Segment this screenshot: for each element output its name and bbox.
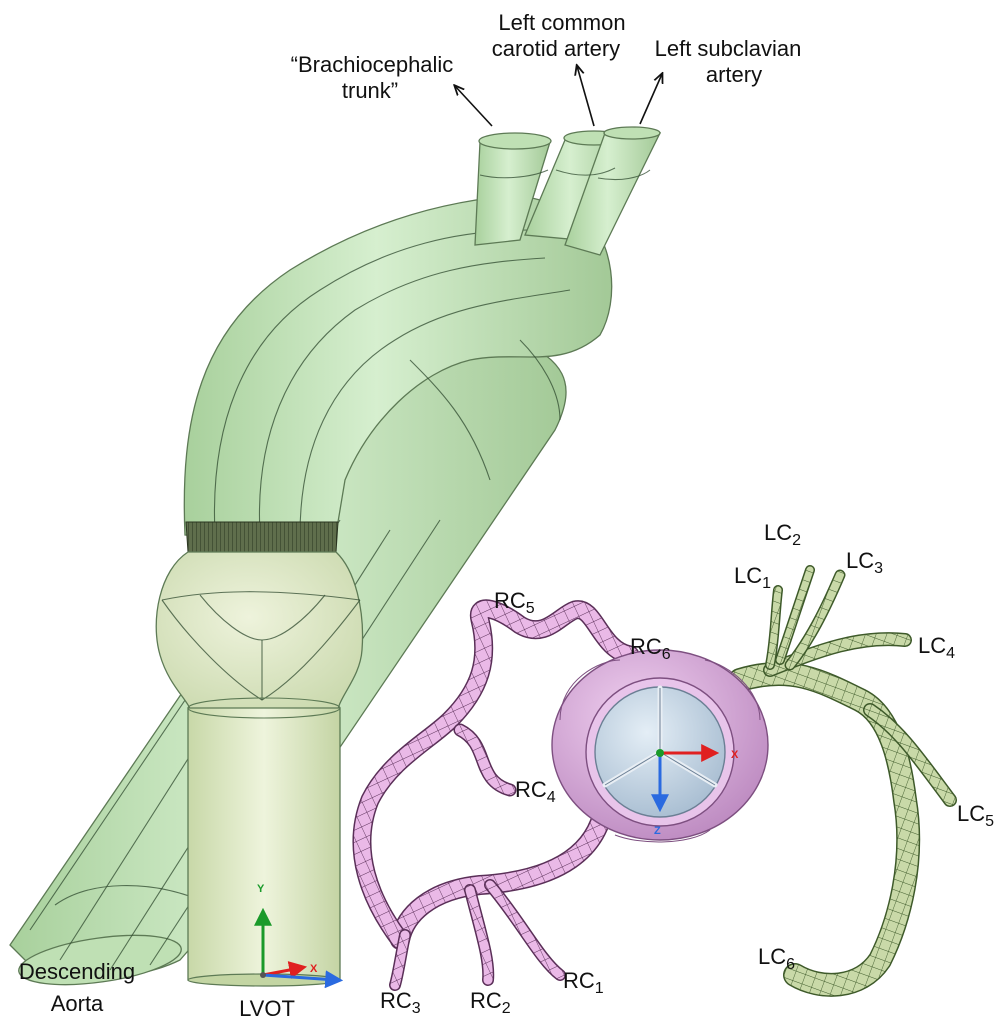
sinotubular-band [185, 521, 339, 553]
label-rc5: RC5 [494, 588, 535, 617]
labels: “Brachiocephalic trunk” Left common caro… [19, 10, 994, 1021]
lvot-top-ring [187, 697, 341, 719]
label-lc1: LC1 [734, 563, 771, 592]
label-descending-line2: Aorta [51, 991, 104, 1016]
label-lc3: LC3 [846, 548, 883, 577]
coordinate-axes-left: Y X [254, 883, 344, 989]
label-brachiocephalic-line2: trunk” [342, 78, 398, 103]
label-rc2: RC2 [470, 988, 511, 1017]
label-lc5: LC5 [957, 801, 994, 830]
axis-label-x: X [310, 963, 318, 975]
label-lc2: LC2 [764, 520, 801, 549]
right-coronary-tree [352, 599, 640, 991]
aortic-root [155, 551, 364, 716]
left-coronary-tree [728, 565, 957, 997]
valve-model: X Z [551, 649, 769, 843]
label-lsa-line2: artery [706, 62, 762, 87]
label-brachiocephalic-line1: “Brachiocephalic [291, 52, 454, 77]
label-rc3: RC3 [380, 988, 421, 1017]
descending-aorta-outlet [18, 934, 182, 986]
label-lcca-line2: carotid artery [492, 36, 620, 61]
label-lc4: LC4 [918, 633, 955, 662]
arrow-left-common-carotid [577, 66, 595, 127]
label-lsa-line1: Left subclavian [655, 36, 802, 61]
brachiocephalic-outlet [478, 132, 552, 150]
valve-axis-label-x: X [731, 749, 739, 761]
label-descending-line1: Descending [19, 959, 135, 984]
rc-main-vessel [390, 790, 615, 950]
annotation-arrows [455, 66, 662, 127]
valve-axis-label-z: Z [654, 825, 661, 837]
label-rc1: RC1 [563, 968, 604, 997]
left-subclavian-outlet [603, 126, 661, 140]
label-rc4: RC4 [515, 777, 556, 806]
arrow-brachiocephalic [455, 86, 493, 127]
label-lc6: LC6 [758, 944, 795, 973]
label-lcca-line1: Left common [498, 10, 625, 35]
aorta-model: Y X [9, 126, 662, 989]
axis-label-y: Y [257, 883, 265, 895]
label-lvot: LVOT [239, 996, 295, 1021]
coordinate-axes-valve: X Z [651, 744, 739, 837]
label-rc6: RC6 [630, 634, 671, 663]
arrow-left-subclavian [639, 74, 662, 125]
